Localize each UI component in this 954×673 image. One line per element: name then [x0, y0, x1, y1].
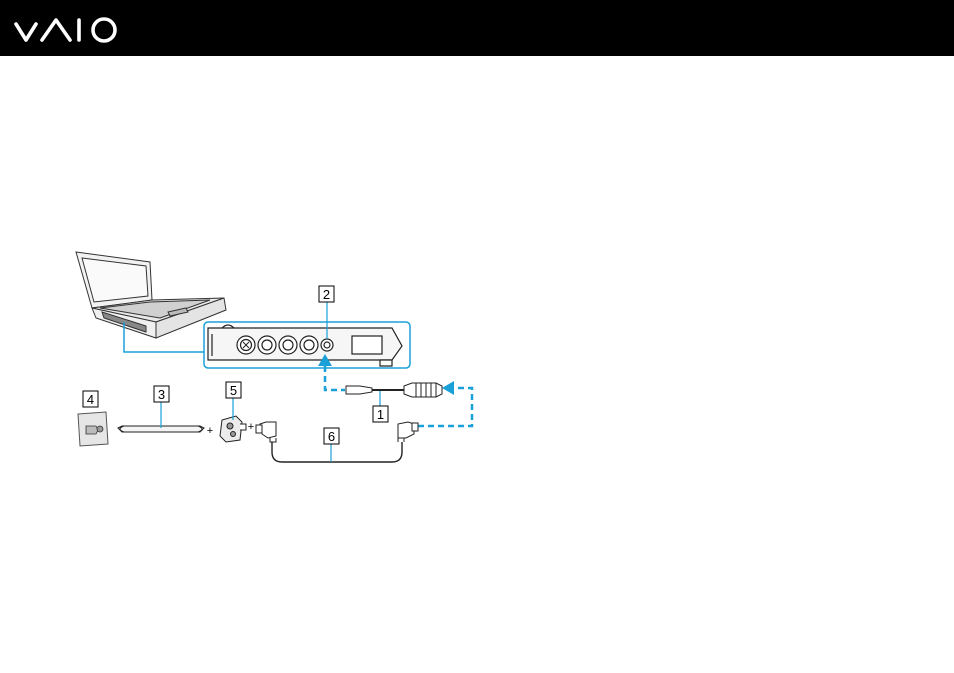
callout-3-label: 3: [158, 387, 165, 402]
callout-4-label: 4: [87, 392, 94, 407]
plus-sign: +: [207, 425, 213, 437]
adapter-cable: [346, 383, 442, 397]
callout-2-label: 2: [323, 287, 330, 302]
callout-5: 5: [226, 382, 241, 420]
callout-1: 1: [373, 391, 388, 422]
connection-path: [325, 366, 472, 426]
callout-6: 6: [324, 428, 339, 462]
callout-3: 3: [154, 386, 169, 428]
laptop-side-panel: [208, 325, 402, 366]
callout-4: 4: [83, 391, 98, 407]
arrow-left-icon: [442, 381, 454, 395]
plus-sign: +: [248, 421, 254, 433]
callout-1-label: 1: [377, 407, 384, 422]
callout-6-label: 6: [328, 429, 335, 444]
callout-5-label: 5: [230, 383, 237, 398]
wall-outlet: [78, 412, 108, 446]
